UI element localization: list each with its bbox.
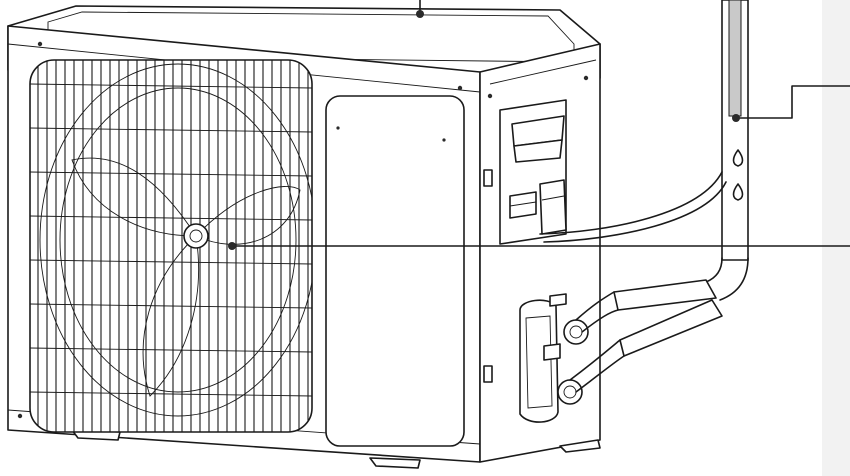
- leader-lines: [228, 0, 850, 250]
- grille-rib: [30, 303, 312, 309]
- water-drop-icon: [732, 183, 744, 201]
- grille-rib: [30, 391, 312, 397]
- water-drop-icon: [732, 149, 744, 167]
- grille-rib: [30, 215, 312, 221]
- right-margin-strip: [822, 0, 850, 476]
- fan-grille: [29, 59, 313, 433]
- side-panel: [325, 95, 465, 447]
- grille-rib: [30, 127, 312, 133]
- grille-rib: [30, 347, 312, 353]
- service-valves: [519, 293, 589, 423]
- grille-rib: [30, 259, 312, 265]
- grille-rib: [30, 83, 312, 89]
- electrical-box: [499, 99, 567, 245]
